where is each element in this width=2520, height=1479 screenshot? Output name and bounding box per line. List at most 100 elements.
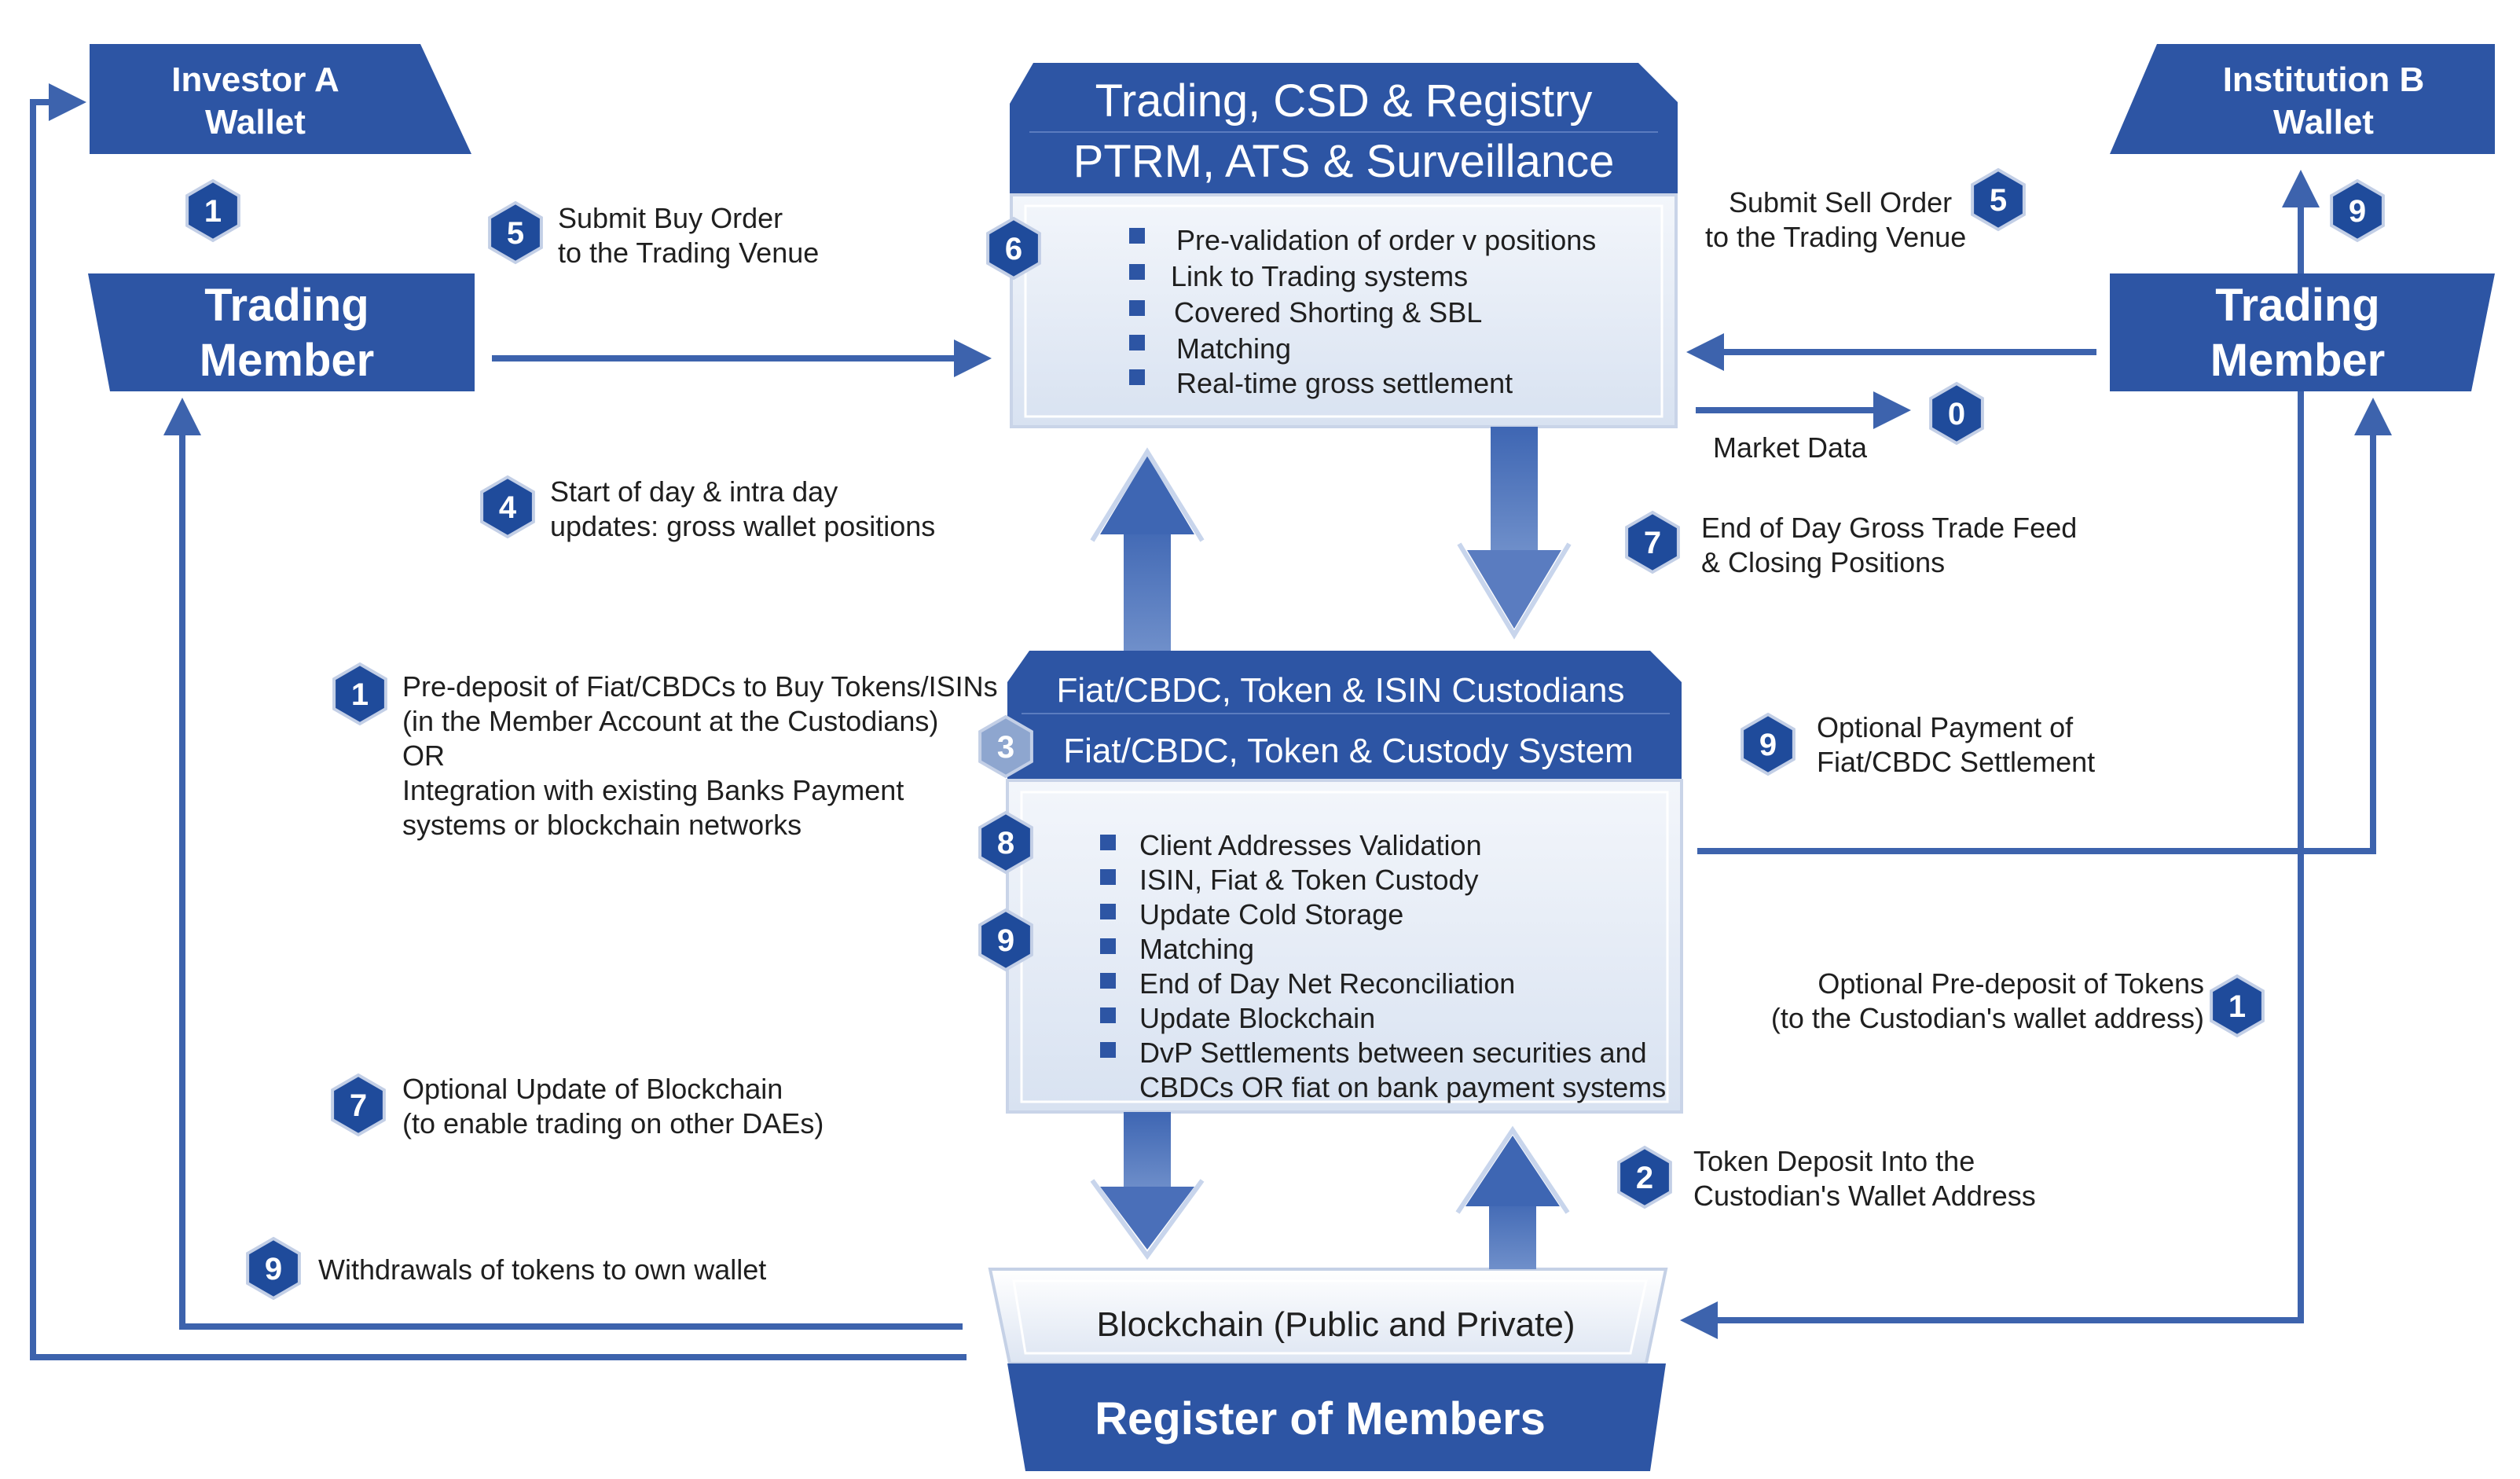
annotation-line: Submit Sell Order [1729,186,1952,218]
step-badge: 7 [331,1073,386,1137]
step-badge: 4 [480,475,535,539]
annotation-end-of-day: End of Day Gross Trade Feed & Closing Po… [1701,512,2077,578]
arrow-custody-to-venue [1090,447,1205,651]
annotation-start-of-day: Start of day & intra day updates: gross … [550,475,935,542]
svg-text:3: 3 [997,730,1014,765]
annotation-line: OR [402,740,445,772]
annotation-optional-predeposit: Optional Pre-deposit of Tokens (to the C… [1771,967,2204,1034]
right-trading-member: Trading Member [2110,273,2495,391]
custodians-list: Client Addresses Validation ISIN, Fiat &… [1100,829,1666,1103]
step-badge: 9 [1741,712,1796,776]
annotation-optional-update: Optional Update of Blockchain (to enable… [402,1073,823,1140]
svg-text:9: 9 [997,923,1014,958]
annotation-line: Token Deposit Into the [1693,1145,1975,1177]
venue-item: Pre-validation of order v positions [1176,224,1596,256]
annotation-line: systems or blockchain networks [402,809,801,841]
custody-item: ISIN, Fiat & Token Custody [1139,864,1479,896]
step-badge: 9 [246,1236,301,1301]
annotation-line: Custodian's Wallet Address [1693,1180,2036,1212]
svg-text:1: 1 [2228,989,2246,1024]
step-badge: 1 [2210,974,2265,1038]
annotation-pre-deposit: Pre-deposit of Fiat/CBDCs to Buy Tokens/… [402,670,998,841]
blockchain-label: Blockchain (Public and Private) [1097,1305,1575,1344]
annotation-line: Optional Pre-deposit of Tokens [1818,967,2204,1000]
annotation-token-deposit: Token Deposit Into the Custodian's Walle… [1693,1145,2036,1212]
svg-text:6: 6 [1005,232,1022,266]
custody-item: End of Day Net Reconciliation [1139,967,1515,1000]
left-member-line1: Trading [204,280,369,331]
svg-text:9: 9 [2349,194,2366,229]
step-badge: 9 [2330,178,2385,243]
custody-item: Client Addresses Validation [1139,829,1482,861]
flow-token-deposit [1680,391,2304,1339]
register-label: Register of Members [1095,1393,1546,1444]
arrow-venue-to-custody [1457,427,1572,640]
left-member-line2: Member [200,335,374,386]
custodians-title2: Fiat/CBDC, Token & Custody System [1063,732,1633,770]
svg-text:2: 2 [1636,1161,1653,1195]
venue-item: Real-time gross settlement [1176,367,1513,399]
annotation-market-data: Market Data [1713,431,1868,464]
annotation-buy-order: Submit Buy Order to the Trading Venue [558,202,819,269]
svg-text:9: 9 [265,1252,282,1286]
svg-text:0: 0 [1948,397,1965,431]
annotation-line: Integration with existing Banks Payment [402,774,904,806]
annotation-line: (to enable trading on other DAEs) [402,1107,823,1140]
custody-item: Update Cold Storage [1139,898,1403,930]
institution-wallet-line1: Institution B [2223,61,2425,99]
trading-venue-title2: PTRM, ATS & Surveillance [1073,136,1615,187]
annotation-sell-order: Submit Sell Order to the Trading Venue [1705,186,1966,253]
annotation-line: Optional Update of Blockchain [402,1073,783,1105]
step-badge: 3 [978,714,1033,779]
institution-wallet: Institution B Wallet [2110,44,2495,154]
annotation-line: to the Trading Venue [558,237,819,269]
investor-wallet: Investor A Wallet [90,44,471,154]
step-badge: 2 [1617,1145,1672,1209]
flow-optional-payment [1697,398,2392,854]
svg-text:9: 9 [1759,728,1777,762]
arrow-custody-to-blockchain [1090,1112,1205,1261]
trading-venue-list: Pre-validation of order v positions Link… [1129,224,1596,399]
annotation-line: Fiat/CBDC Settlement [1817,746,2095,778]
investor-wallet-line1: Investor A [171,61,339,99]
step-badge: 5 [1971,167,2026,232]
svg-text:4: 4 [499,490,517,525]
blockchain-box: Blockchain (Public and Private) [988,1268,1668,1365]
step-badge: 6 [986,216,1041,281]
step-badge: 8 [978,810,1033,875]
step-badge: 7 [1625,510,1680,574]
right-member-line1: Trading [2215,280,2379,331]
annotation-line: Start of day & intra day [550,475,838,508]
annotation-withdrawals: Withdrawals of tokens to own wallet [318,1253,766,1286]
flow-to-investor-wallet [30,83,967,1360]
right-member-line2: Member [2210,335,2385,386]
svg-text:1: 1 [204,194,222,229]
arrow-blockchain-to-custody [1455,1125,1570,1269]
svg-text:7: 7 [1644,526,1661,560]
custody-item: DvP Settlements between securities and [1139,1037,1647,1069]
annotation-line: to the Trading Venue [1705,221,1966,253]
custody-item: CBDCs OR fiat on bank payment systems [1139,1071,1666,1103]
svg-text:7: 7 [350,1088,367,1123]
annotation-line: Optional Payment of [1817,711,2074,743]
svg-text:1: 1 [351,677,369,712]
svg-text:5: 5 [1990,183,2007,218]
step-badges: 1 5 6 5 9 0 4 7 1 3 9 8 9 1 7 2 9 [185,167,2385,1301]
step-badge: 0 [1929,381,1984,446]
annotation-line: Submit Buy Order [558,202,783,234]
annotation-line: & Closing Positions [1701,546,1945,578]
annotation-line: Pre-deposit of Fiat/CBDCs to Buy Tokens/… [402,670,998,703]
custodians-box: Fiat/CBDC, Token & ISIN Custodians Fiat/… [1006,651,1683,1114]
annotation-line: (to the Custodian's wallet address) [1771,1002,2204,1034]
venue-item: Covered Shorting & SBL [1174,296,1482,328]
venue-item: Matching [1176,332,1291,365]
annotation-line: End of Day Gross Trade Feed [1701,512,2077,544]
step-badge: 1 [332,662,387,726]
custodians-title1: Fiat/CBDC, Token & ISIN Custodians [1056,671,1624,710]
trading-venue-box: Trading, CSD & Registry PTRM, ATS & Surv… [1010,63,1678,428]
venue-item: Link to Trading systems [1171,260,1468,292]
svg-text:5: 5 [507,216,524,251]
flow-to-left-member [163,398,963,1330]
left-trading-member: Trading Member [88,273,475,391]
